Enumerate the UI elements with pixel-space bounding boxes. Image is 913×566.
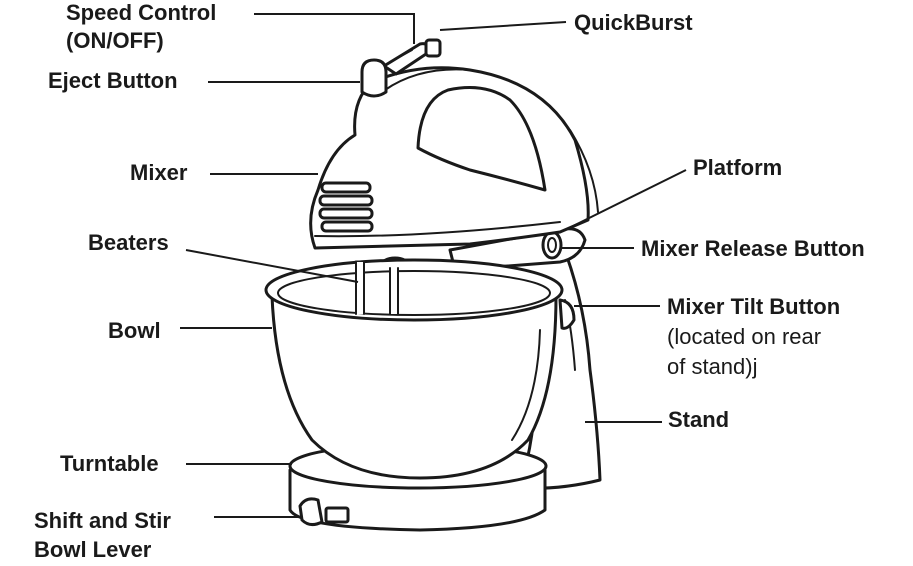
beaters-label: Beaters: [88, 230, 169, 255]
bowl-body: [270, 294, 558, 480]
quickburst-label: QuickBurst: [574, 10, 693, 35]
mixer-release-button-label: Mixer Release Button: [641, 236, 865, 261]
mixer-tilt-button-label: Mixer Tilt Button: [667, 294, 841, 319]
shift-stir-label-2: Bowl Lever: [34, 537, 152, 562]
shift-stir-label: Shift and Stir: [34, 508, 171, 533]
mixer-handle-opening: [416, 86, 547, 192]
eject-button-label: Eject Button: [48, 68, 178, 93]
platform-label: Platform: [693, 155, 783, 180]
shift-stir-lever-shape: [298, 497, 324, 527]
mixer-label: Mixer: [130, 160, 188, 185]
quickburst-shape: [424, 38, 442, 58]
leader-lines: [180, 13, 687, 518]
mixer-release-button-shape: [541, 230, 563, 260]
bowl-label: Bowl: [108, 318, 161, 343]
turntable-label: Turntable: [60, 451, 159, 476]
mixer-tilt-note-1: (located on rear: [667, 324, 822, 349]
speed-control-label-2: (ON/OFF): [66, 28, 164, 53]
bowl-rim: [264, 258, 564, 322]
speed-control-label: Speed Control: [66, 0, 217, 25]
mixer-vents: [318, 181, 374, 233]
eject-button-shape: [360, 58, 388, 98]
mixer-tilt-note-2: of stand)j: [667, 354, 758, 379]
mixer-tilt-button-shape: [558, 298, 576, 330]
stand-label: Stand: [668, 407, 730, 432]
